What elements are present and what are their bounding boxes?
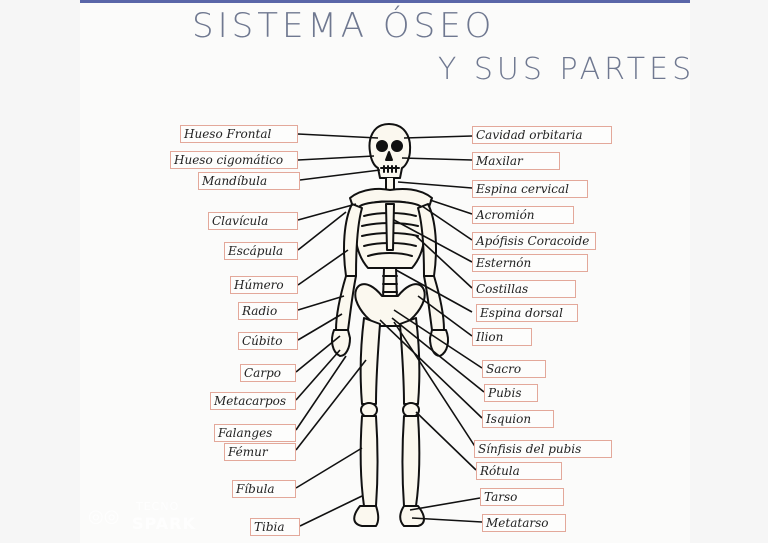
left-orbit — [376, 140, 388, 152]
label-cubito: Cúbito — [238, 332, 298, 350]
label-esternon: Esternón — [472, 254, 588, 272]
vertebra-lines — [382, 275, 398, 293]
label-costillas: Costillas — [472, 280, 576, 298]
label-isquion: Isquion — [482, 410, 554, 428]
label-fibula: Fíbula — [232, 480, 296, 498]
label-espina-dorsal: Espina dorsal — [476, 304, 578, 322]
label-cavidad-orbitaria: Cavidad orbitaria — [472, 126, 612, 144]
top-border — [80, 0, 690, 3]
label-sacro: Sacro — [482, 360, 546, 378]
label-hueso-cigomatico: Hueso cigomático — [170, 151, 298, 169]
skeleton — [331, 123, 449, 527]
right-patella — [402, 402, 420, 418]
label-femur: Fémur — [224, 443, 296, 461]
watermark-line-1: TECNO — [136, 500, 180, 513]
right-tibia — [401, 415, 421, 507]
label-sinfisis-del-pubis: Sínfisis del pubis — [474, 440, 612, 458]
label-ilion: Ilion — [472, 328, 532, 346]
left-forearm — [335, 275, 357, 331]
label-rotula: Rótula — [476, 462, 562, 480]
title-line-2: Y SUS PARTES — [438, 52, 696, 87]
label-mandibula: Mandíbula — [198, 172, 300, 190]
label-metatarso: Metatarso — [482, 514, 566, 532]
label-espina-cervical: Espina cervical — [472, 180, 588, 198]
left-femur — [359, 317, 381, 405]
left-foot — [353, 505, 380, 527]
title-line-1: SISTEMA ÓSEO — [192, 6, 496, 46]
label-hueso-frontal: Hueso Frontal — [180, 125, 298, 143]
left-patella — [360, 402, 378, 418]
left-hand — [331, 329, 351, 357]
label-carpo: Carpo — [240, 364, 296, 382]
nasal-cavity — [385, 151, 393, 161]
label-metacarpos: Metacarpos — [210, 392, 296, 410]
label-tibia: Tibia — [250, 518, 300, 536]
label-clavicula: Clavícula — [208, 212, 298, 230]
label-escapula: Escápula — [224, 242, 298, 260]
label-falanges: Falanges — [214, 424, 296, 442]
right-femur — [399, 317, 421, 405]
watermark-logo-icon: ◎◎ — [88, 506, 120, 527]
watermark-line-2: SPARK — [132, 514, 196, 533]
label-tarso: Tarso — [480, 488, 564, 506]
cervical-spine — [385, 177, 395, 191]
label-acromion: Acromión — [472, 206, 574, 224]
label-apofisis-coracoide: Apófisis Coracoide — [472, 232, 596, 250]
right-orbit — [391, 140, 403, 152]
right-foot — [399, 505, 425, 527]
label-radio: Radio — [238, 302, 298, 320]
teeth — [380, 165, 400, 173]
left-tibia — [359, 415, 379, 507]
label-humero: Húmero — [230, 276, 298, 294]
label-maxilar: Maxilar — [472, 152, 560, 170]
sternum — [385, 203, 395, 251]
leader-lines — [295, 133, 485, 527]
label-pubis: Pubis — [484, 384, 538, 402]
